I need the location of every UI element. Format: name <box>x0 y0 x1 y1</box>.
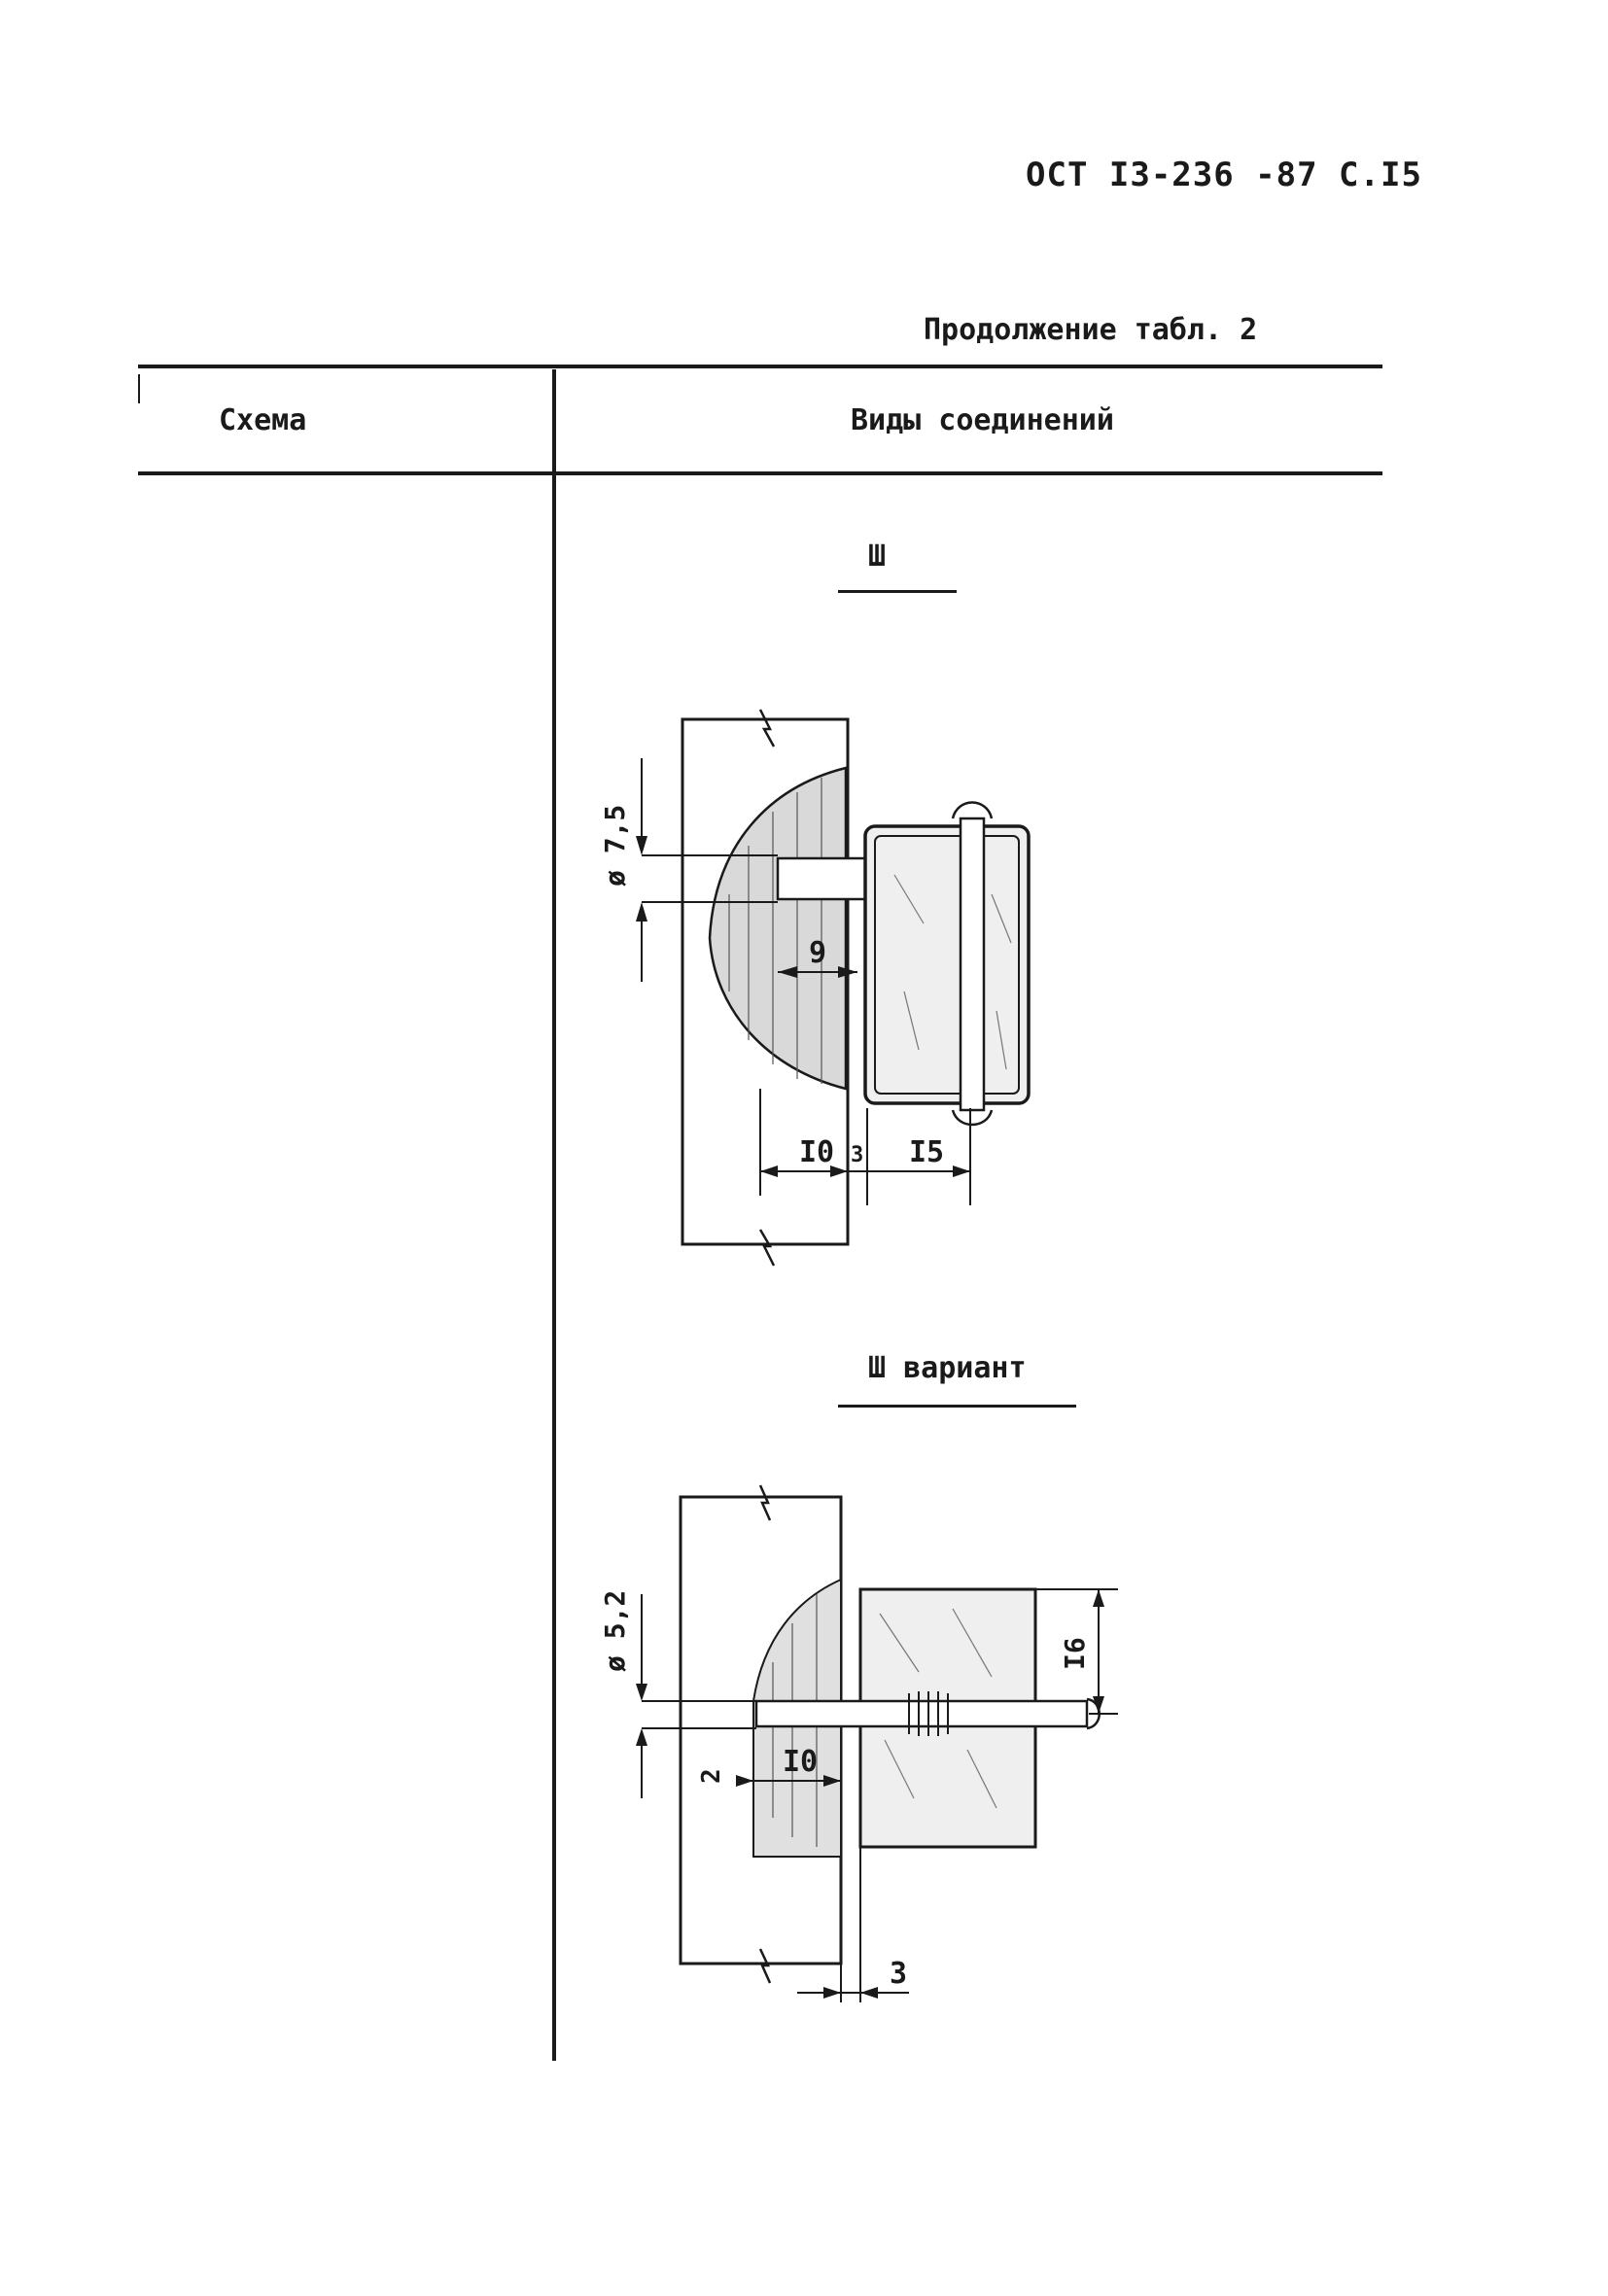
s1-dim-15: I5 <box>909 1135 944 1169</box>
s2-break-top <box>758 1484 772 1521</box>
s1-dim-3: 3 <box>851 1143 863 1167</box>
section1-label: Ш <box>868 539 887 574</box>
s2-dim-diameter: ø 5,2 <box>599 1590 631 1672</box>
s1-dim-diameter: ø 7,5 <box>599 805 631 887</box>
s1-socket <box>708 766 848 1091</box>
column-header-scheme: Схема <box>219 403 307 437</box>
s1-dim-9: 9 <box>809 936 826 970</box>
s1-break-top <box>758 709 776 748</box>
section1-joint-drawing: ø 7,5 9 I0 3 I5 <box>599 709 1031 1267</box>
table-left-edge <box>138 374 140 403</box>
table-top-rule <box>138 365 1382 368</box>
s2-break-bottom <box>758 1948 772 1984</box>
s2-dim-10: I0 <box>783 1745 818 1779</box>
s2-dim-16: I6 <box>1059 1637 1091 1670</box>
s1-break-bottom <box>758 1229 776 1267</box>
section1-label-underline <box>838 590 957 593</box>
table-column-divider <box>552 369 556 2061</box>
s1-dim-10: I0 <box>799 1135 834 1169</box>
s2-screw <box>754 1699 1089 1728</box>
s1-fitting <box>863 824 1031 1105</box>
section2-joint-drawing: I6 ø 5,2 2 I0 3 <box>599 1484 1118 2002</box>
table-header-rule <box>138 471 1382 475</box>
document-code: ОСТ I3-236 -87 С.I5 <box>1026 156 1422 194</box>
s2-dim-2: 2 <box>697 1768 726 1784</box>
section2-label: Ш вариант <box>868 1351 1027 1385</box>
s1-pin <box>776 856 877 901</box>
section2-label-underline <box>838 1405 1076 1408</box>
table-continuation-label: Продолжение табл. 2 <box>924 313 1258 347</box>
s2-dim-3: 3 <box>890 1957 907 1991</box>
s1-rivet <box>959 817 986 1112</box>
column-header-connection-types: Виды соединений <box>851 403 1114 437</box>
